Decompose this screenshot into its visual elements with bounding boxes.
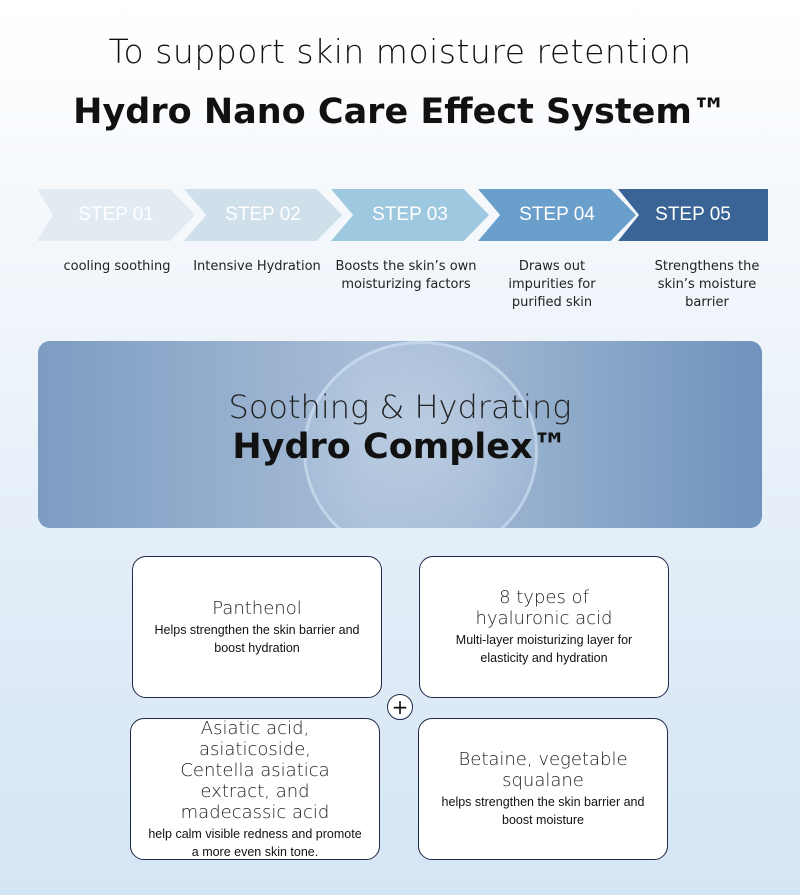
step-05-desc: Strengthens the skin’s moisture barrier bbox=[654, 259, 760, 310]
ingredient-card-panthenol: Panthenol Helps strengthen the skin barr… bbox=[132, 556, 382, 698]
ingredient-card-centella: Asiatic acid, asiaticoside, Centella asi… bbox=[130, 718, 380, 860]
ingredient-card-hyaluronic: 8 types of hyaluronic acid Multi-layer m… bbox=[419, 556, 669, 698]
step-05: STEP 05 bbox=[618, 189, 768, 241]
ingredient-name: Asiatic acid, asiaticoside, Centella asi… bbox=[180, 717, 330, 823]
ingredient-card-betaine: Betaine, vegetable squalane helps streng… bbox=[418, 718, 668, 860]
ingredient-desc: helps strengthen the skin barrier and bo… bbox=[441, 795, 645, 827]
subtitle: To support skin moisture retention bbox=[108, 32, 692, 71]
water-bubble-image bbox=[303, 341, 538, 528]
step-03: STEP 03 bbox=[331, 189, 489, 241]
banner-line1: Soothing & Hydrating bbox=[228, 388, 572, 426]
step-04: STEP 04 bbox=[478, 189, 636, 241]
step-04-desc: Draws out impurities for purified skin bbox=[508, 259, 596, 310]
plus-icon: + bbox=[387, 694, 413, 720]
ingredient-desc: Multi-layer moisturizing layer for elast… bbox=[455, 633, 633, 665]
step-03-desc: Boosts the skin’s own moisturizing facto… bbox=[335, 259, 477, 292]
hydro-complex-banner: Soothing & Hydrating Hydro Complex™ bbox=[38, 341, 762, 528]
ingredient-name: 8 types of hyaluronic acid bbox=[475, 587, 613, 629]
step-02-desc: Intensive Hydration bbox=[193, 259, 321, 274]
step-02: STEP 02 bbox=[184, 189, 342, 241]
ingredient-desc: Helps strengthen the skin barrier and bo… bbox=[154, 622, 360, 655]
ingredient-name: Panthenol bbox=[212, 597, 302, 619]
ingredient-desc: help calm visible redness and promote a … bbox=[148, 826, 362, 859]
page-title: Hydro Nano Care Effect System™ bbox=[73, 92, 727, 132]
step-01: STEP 01 bbox=[37, 189, 195, 241]
ingredient-name: Betaine, vegetable squalane bbox=[458, 749, 628, 791]
banner-line2: Hydro Complex™ bbox=[232, 427, 568, 467]
step-01-desc: cooling soothing bbox=[63, 259, 171, 274]
